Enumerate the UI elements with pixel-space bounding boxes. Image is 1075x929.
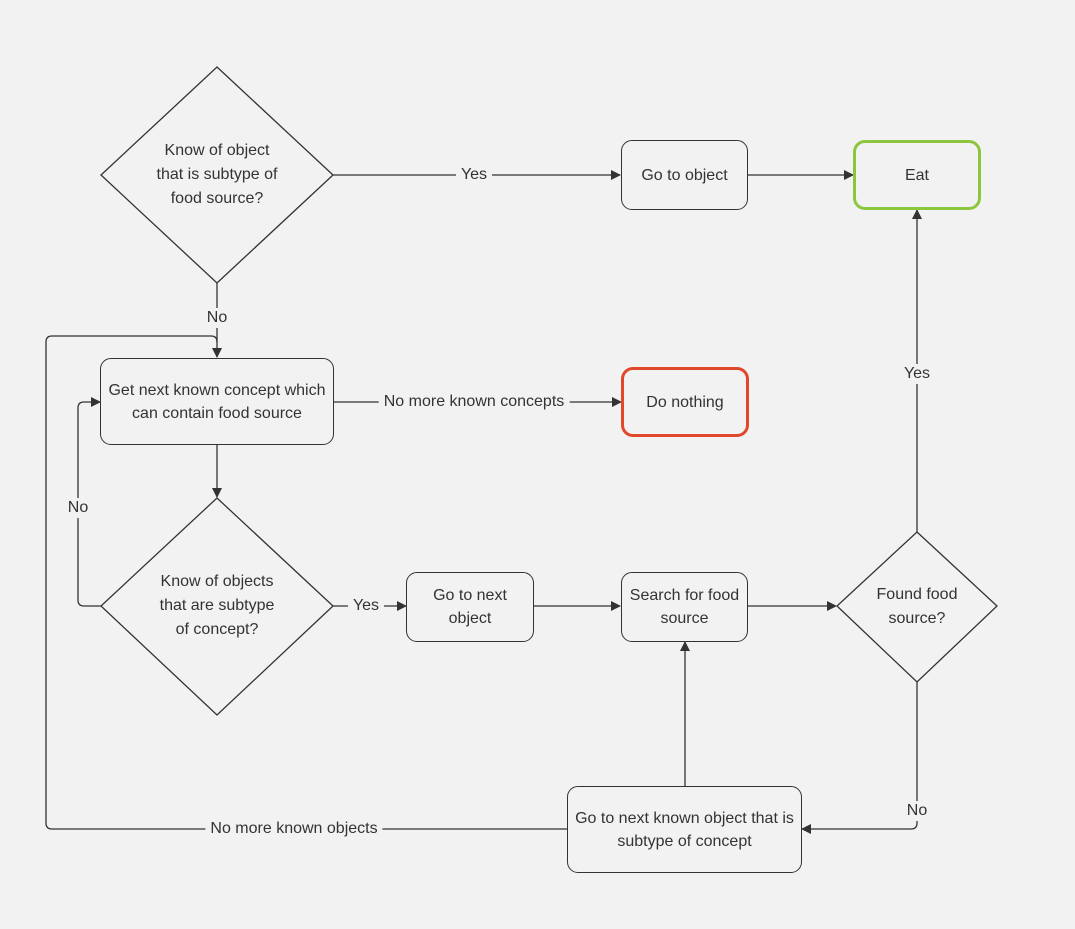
edge-label-no-right: No (901, 801, 933, 821)
edge-label-no-left: No (62, 498, 94, 518)
decision-found-food-text: Found food source? (876, 586, 958, 627)
edge-label-no-top: No (201, 308, 233, 328)
go-to-next-object-node: Go to next object (406, 572, 534, 642)
edge-label-yes-mid: Yes (347, 596, 385, 616)
next-known-object-node: Go to next known object that is subtype … (567, 786, 802, 873)
decision-diamond-objects-subtype (100, 497, 334, 716)
decision-objects-subtype-text: Know of objects that are subtype of conc… (159, 573, 275, 638)
edge-label-yes-top: Yes (455, 165, 493, 185)
edge-no-to-next-known-object (801, 682, 918, 834)
eat-node: Eat (853, 140, 981, 210)
search-food-node: Search for food source (621, 572, 748, 642)
edge-label-no-more-objects: No more known objects (205, 819, 383, 839)
do-nothing-node: Do nothing (621, 367, 749, 437)
go-to-object-node: Go to object (621, 140, 748, 210)
decision-food-subtype-text: Know of object that is subtype of food s… (156, 142, 278, 207)
edge-no-more-objects-loop (45, 335, 567, 830)
next-concept-node: Get next known concept which can contain… (100, 358, 334, 445)
edge-label-no-more-concepts: No more known concepts (378, 392, 570, 412)
edge-label-yes-right: Yes (898, 364, 936, 384)
